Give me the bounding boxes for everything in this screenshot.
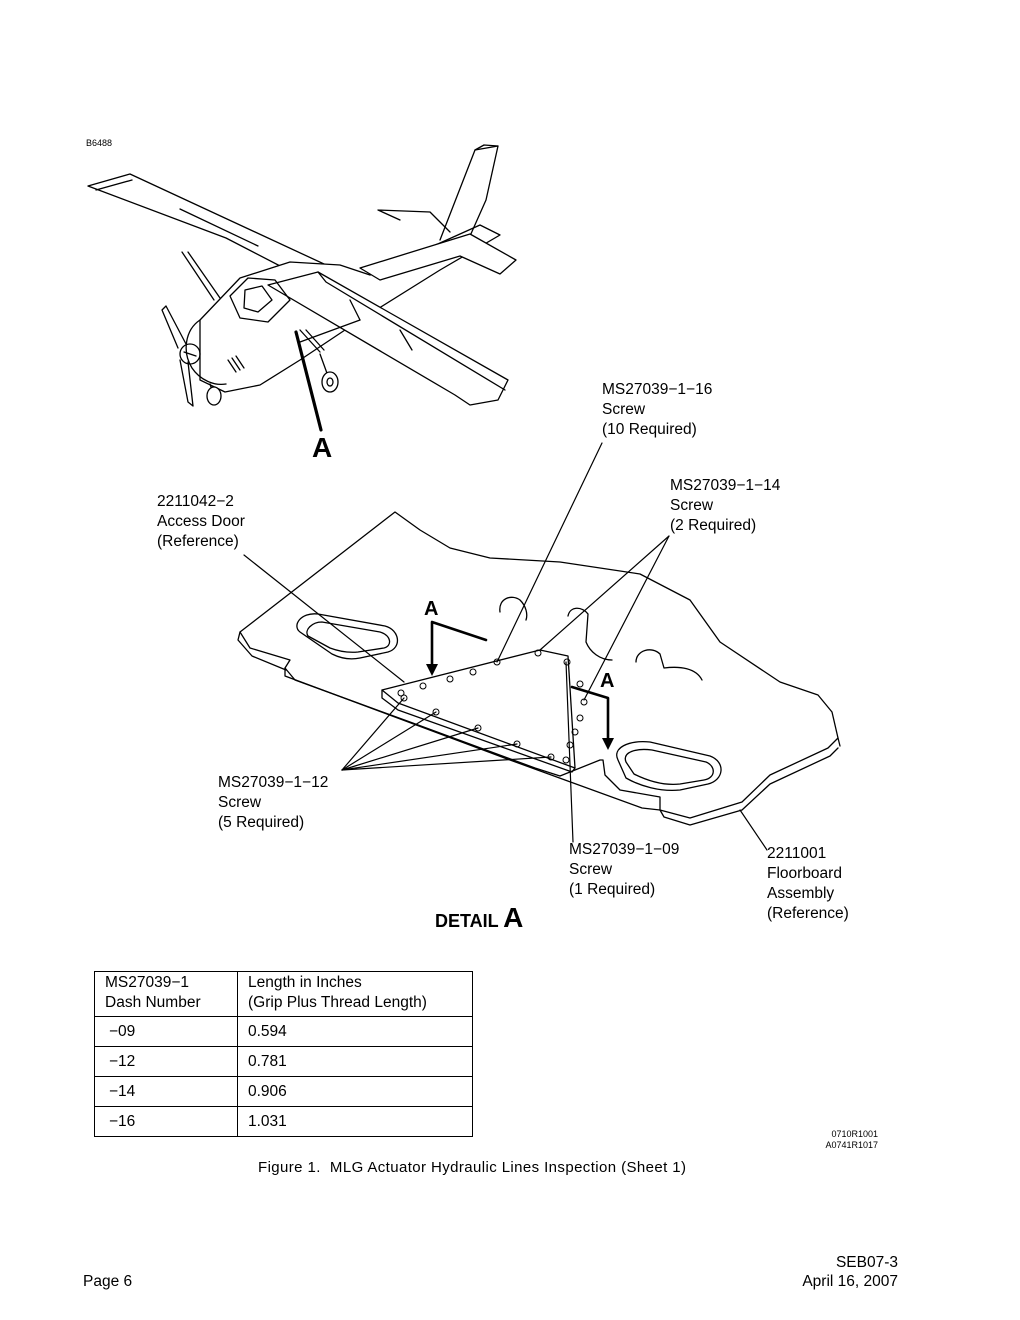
detail-label: DETAIL A [435, 902, 523, 934]
table-row: −14 0.906 [94, 1076, 473, 1107]
callout-screw-09: MS27039−1−09 Screw (1 Required) [569, 841, 680, 898]
callout-screw-14: MS27039−1−14 Screw (2 Required) [670, 477, 781, 534]
column-header-length: Length in Inches (Grip Plus Thread Lengt… [237, 971, 473, 1017]
section-mark-left: A [424, 598, 439, 620]
section-mark-right: A [600, 670, 615, 692]
section-arrows [430, 620, 610, 742]
detail-letter: A [503, 902, 524, 933]
callout-screw-16: MS27039−1−16 Screw (10 Required) [602, 381, 713, 438]
length-cell: 1.031 [237, 1106, 473, 1137]
table-row: −16 1.031 [94, 1106, 473, 1137]
figure-caption: Figure 1. MLG Actuator Hydraulic Lines I… [258, 1159, 687, 1176]
dash-cell: −12 [94, 1046, 238, 1077]
airplane-illustration [87, 144, 517, 407]
callout-screw-12: MS27039−1−12 Screw (5 Required) [218, 774, 329, 831]
figure-id: B6488 [86, 138, 113, 148]
document-date: April 16, 2007 [802, 1273, 898, 1290]
ref-code-1: 0710R1001 [831, 1129, 878, 1139]
column-header-dash: MS27039−1 Dash Number [94, 971, 238, 1017]
length-cell: 0.594 [237, 1016, 473, 1047]
table-header-row: MS27039−1 Dash Number Length in Inches (… [94, 971, 473, 1017]
dash-cell: −09 [94, 1016, 238, 1047]
length-cell: 0.906 [237, 1076, 473, 1107]
dash-number-table: MS27039−1 Dash Number Length in Inches (… [94, 971, 473, 1137]
length-cell: 0.781 [237, 1046, 473, 1077]
dash-cell: −16 [94, 1106, 238, 1137]
table-row: −09 0.594 [94, 1016, 473, 1047]
leader-lines [243, 442, 768, 851]
floorboard-illustration [237, 511, 841, 826]
callout-access-door: 2211042−2 Access Door (Reference) [157, 493, 245, 550]
dash-cell: −14 [94, 1076, 238, 1107]
document-number: SEB07-3 [835, 1254, 898, 1271]
page-number: Page 6 [83, 1273, 133, 1290]
callout-floorboard: 2211001 Floorboard Assembly (Reference) [767, 845, 849, 922]
detail-word: DETAIL [435, 911, 499, 931]
view-marker: A [312, 432, 333, 463]
ref-code-2: A0741R1017 [825, 1140, 878, 1150]
table-row: −12 0.781 [94, 1046, 473, 1077]
